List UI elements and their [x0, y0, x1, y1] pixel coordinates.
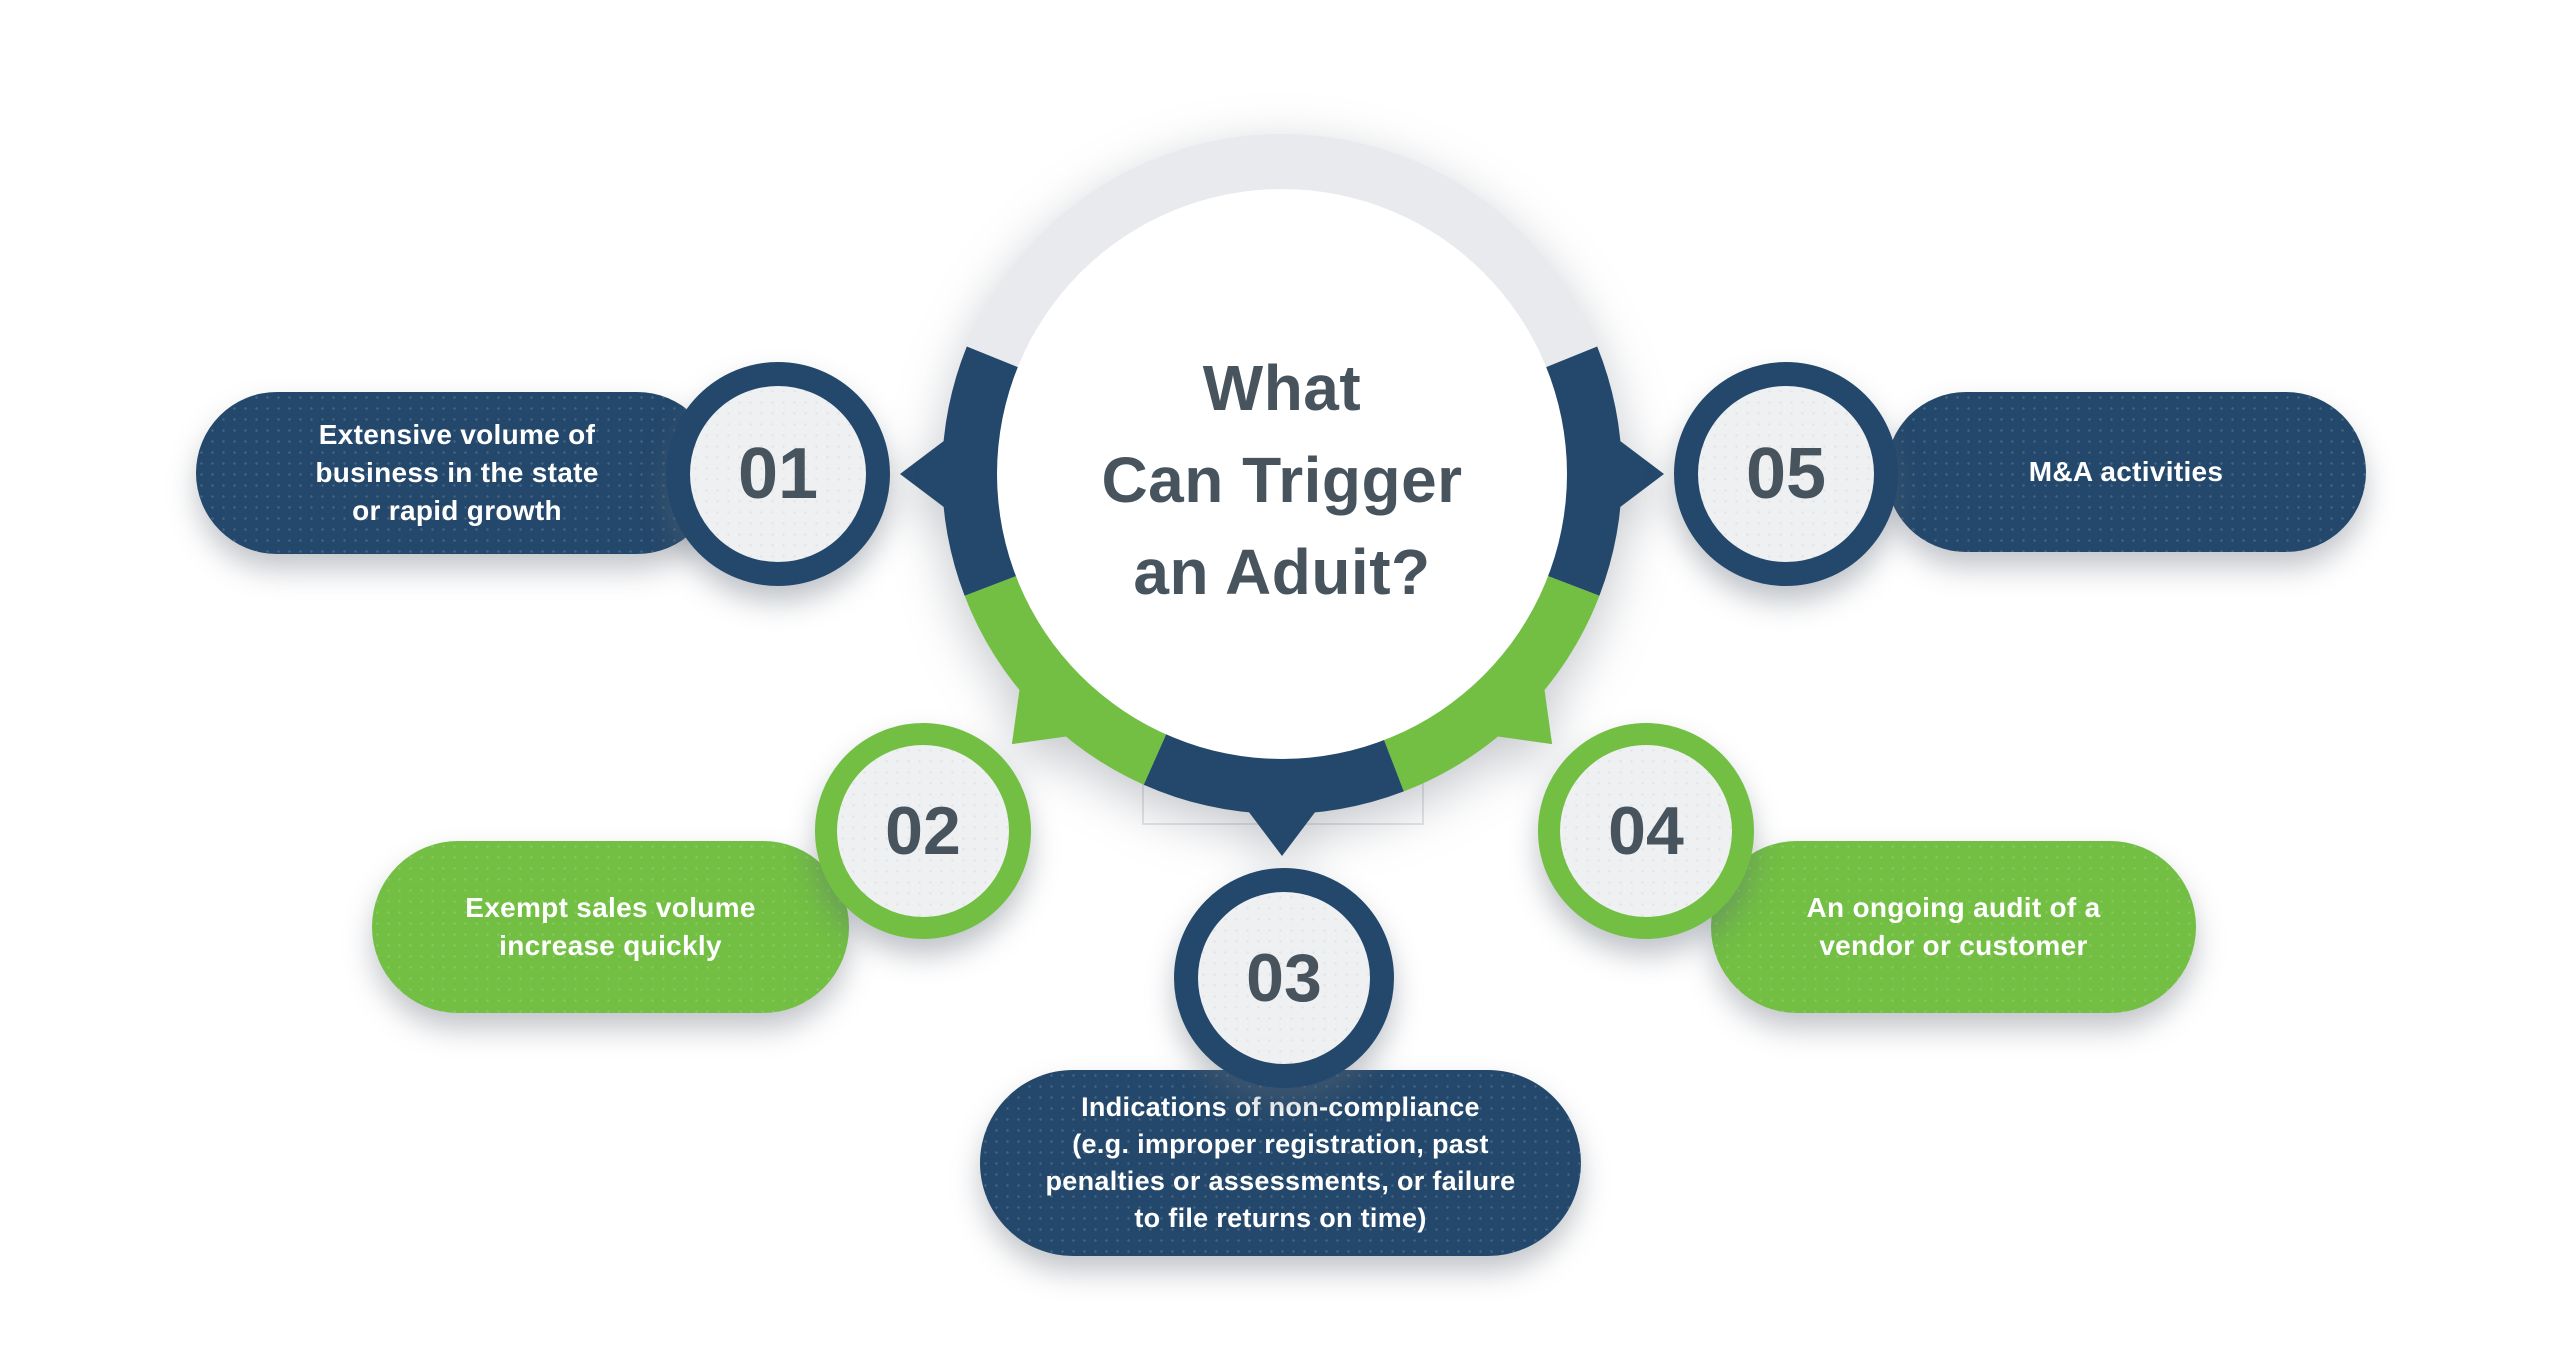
ring-svg: [900, 133, 1664, 856]
item-03-badge: 03: [1174, 868, 1394, 1088]
item-04-badge: 04: [1538, 723, 1754, 939]
arrow-right-icon: [1613, 436, 1664, 512]
ring-segment-bottom: [1143, 733, 1404, 815]
item-01-pill: Extensive volume of business in the stat…: [196, 392, 718, 554]
item-05-number: 05: [1745, 434, 1827, 514]
item-05-pill: M&A activities: [1886, 392, 2366, 552]
item-01-number: 01: [737, 434, 819, 514]
ring-inner-disc: [997, 189, 1567, 759]
item-03-label: Indications of non-compliance (e.g. impr…: [1045, 1092, 1516, 1233]
item-04-pill: An ongoing audit of a vendor or customer: [1711, 841, 2196, 1013]
item-01-label: Extensive volume of business in the stat…: [315, 419, 599, 526]
item-02-pill: Exempt sales volume increase quickly: [372, 841, 849, 1013]
central-ring: [882, 74, 1682, 874]
ring-segment-top: [966, 133, 1598, 368]
item-02-badge: 02: [815, 723, 1031, 939]
ring-segment-bottom-right: [1383, 575, 1600, 792]
item-02-number: 02: [885, 793, 961, 869]
arrow-down-right-icon: [1489, 681, 1553, 745]
item-02-label: Exempt sales volume increase quickly: [465, 892, 756, 961]
ring-segment-bottom-left: [964, 575, 1167, 785]
item-04-number: 04: [1608, 793, 1684, 869]
item-03-pill: Indications of non-compliance (e.g. impr…: [980, 1070, 1581, 1256]
center-title: What Can Trigger an Aduit?: [1101, 352, 1463, 608]
item-05-badge: 05: [1674, 362, 1898, 586]
arrow-left-icon: [900, 436, 951, 512]
item-04-label: An ongoing audit of a vendor or customer: [1806, 892, 2101, 961]
item-05-label: M&A activities: [2028, 456, 2224, 487]
item-03-number: 03: [1246, 940, 1322, 1016]
ring-segment-right: [1545, 346, 1622, 596]
arrow-down-left-icon: [1011, 681, 1075, 745]
item-01-badge: 01: [666, 362, 890, 586]
arrow-down-icon: [1244, 805, 1320, 856]
ring-segment-left: [942, 346, 1019, 596]
